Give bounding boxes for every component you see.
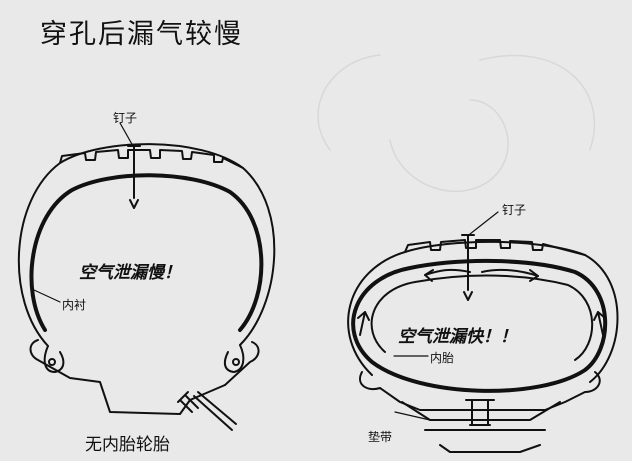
tube-tire-diagram — [347, 211, 619, 453]
nail-right — [461, 234, 475, 301]
airflow-arrow-side-right — [597, 311, 604, 336]
slow-leak-text: 空气泄漏慢！ — [79, 263, 181, 283]
airflow-arrow-right — [481, 268, 539, 277]
pad-band — [401, 401, 561, 421]
tubeless-tire-outer — [17, 143, 276, 347]
airflow-arrow-side-left — [359, 311, 366, 336]
tube-valve-stem — [465, 399, 495, 426]
background-ghost-shapes — [317, 54, 596, 193]
page-title: 穿孔后漏气较慢 — [40, 19, 243, 50]
tubeless-tread-grooves — [59, 149, 244, 169]
pad-band-label: 垫带 — [368, 430, 393, 444]
tubeless-caption: 无内胎轮胎 — [85, 435, 170, 455]
inner-tube — [351, 258, 608, 393]
inner-liner-label: 内衬 — [62, 298, 87, 312]
tubeless-bead-left — [43, 345, 65, 373]
inner-tube-label: 内胎 — [430, 351, 455, 365]
tube-tire-outer — [347, 240, 619, 383]
inner-liner — [29, 173, 264, 332]
tubeless-tire-diagram — [17, 122, 276, 431]
rim-flange-right — [224, 341, 260, 386]
rim-band — [359, 371, 601, 411]
left-nail-label: 钉子 — [113, 111, 138, 125]
fast-leak-text: 空气泄漏快！！ — [398, 327, 517, 347]
tube-tread-grooves — [404, 239, 586, 256]
tubeless-valve — [177, 391, 237, 431]
right-nail-label: 钉子 — [502, 203, 527, 217]
nail — [127, 145, 141, 209]
tubeless-bead-right — [223, 344, 245, 373]
